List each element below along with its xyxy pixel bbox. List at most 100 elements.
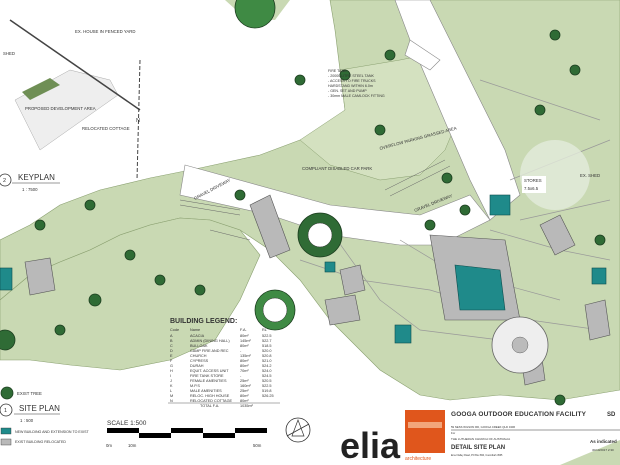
client: THE LUTHERAN CHURCH OF AUSTRALIA — [451, 437, 510, 441]
site-plan-number: 1 — [4, 408, 7, 414]
legend-cell: 520.5 — [262, 379, 272, 383]
brand-sub: architecture — [405, 456, 431, 462]
legend-cell: RELOCATED COTTAGE — [190, 399, 233, 403]
legend-cell: 524.0 — [262, 369, 272, 373]
scale-tick-0: 0m — [106, 443, 112, 448]
keyplan: EX. HOUSE IN FENCED YARD SHED PROPOSED D… — [0, 19, 141, 192]
legend-cell: 522.7 — [262, 339, 272, 343]
legend-relocated: EXIST BUILDING RELOCATED — [15, 440, 66, 444]
drawing-date: 30/10/2017 2:30 — [592, 448, 614, 452]
fire-tank-line: - GEN. SET AND PUMP — [328, 89, 367, 93]
legend-cell: 522.5 — [262, 334, 272, 338]
project-title: GOOGA OUTDOOR EDUCATION FACILITY — [451, 411, 587, 418]
legend-cell: 25m² — [240, 379, 249, 383]
legend-total-label: TOTAL F.A. — [200, 404, 219, 408]
site-plan-scale: 1 : 500 — [20, 418, 34, 423]
fire-tank-line: FIRE TANK: — [328, 69, 347, 73]
legend-cell: 524.2 — [262, 364, 272, 368]
legend-cell: 70m² — [240, 369, 249, 373]
drawing-title: DETAIL SITE PLAN — [451, 445, 505, 451]
legend-new-building: NEW BUILDING AND EXTENSION TO EXIST — [15, 430, 90, 434]
firm-address: Emel Valley Road, PO Box 890, Cooroibah … — [451, 454, 503, 457]
legend-cell: L — [170, 389, 172, 393]
fire-tank-line: - ACCESS TO FIRE TRUCKS — [328, 79, 376, 83]
legend-cell: CYPRESS — [190, 359, 209, 363]
trees — [0, 0, 606, 406]
scale-bar-title: SCALE 1:500 — [107, 420, 147, 427]
legend-swatch-new — [0, 427, 12, 435]
legend-cell: CHURCH — [190, 354, 207, 358]
legend-cell: 25m² — [240, 389, 249, 393]
legend-cell: 526.25 — [262, 394, 274, 398]
legend-exist-tree: EXIST TREE — [17, 391, 42, 396]
legend-cell: A — [170, 334, 173, 338]
label-stores: STORES — [524, 178, 542, 183]
legend-cell: 520.0 — [262, 349, 272, 353]
fire-tank-note: FIRE TANK: - 20000 LITRE STEEL TANK - AC… — [328, 69, 385, 98]
legend-total-value: 1035m² — [240, 404, 254, 408]
keyplan-scale: 1 : 7500 — [22, 187, 38, 192]
legend-cell: 135m² — [240, 354, 251, 358]
site-plan-legend: EXIST TREE 1 SITE PLAN 1 : 500 NEW BUILD… — [0, 386, 90, 446]
legend-cell: ADMIN (DINING HALL) — [190, 339, 230, 343]
label-stores-area: 7.5x6.5 — [524, 186, 539, 191]
title-block: elia architecture GOOGA OUTDOOR EDUCATIO… — [340, 410, 620, 465]
legend-cell: 520.8 — [262, 354, 272, 358]
legend-cell: H — [170, 369, 173, 373]
legend-cell: - — [240, 374, 242, 378]
keyplan-north: N — [136, 118, 140, 124]
legend-cell: 80m² — [240, 399, 249, 403]
legend-cell: DURAH — [190, 364, 204, 368]
paths — [299, 79, 611, 341]
legend-cell: D — [170, 349, 173, 353]
legend-cell: I — [170, 374, 171, 378]
building-legend-title: BUILDING LEGEND: — [170, 318, 237, 325]
for-label: For — [451, 431, 455, 435]
buildings — [0, 194, 611, 386]
legend-cell: 80m² — [240, 394, 249, 398]
legend-cell: G — [170, 364, 173, 368]
legend-cell: FIRE TANK STORE — [190, 374, 224, 378]
brand-logo-mark — [405, 410, 445, 453]
legend-cell: 160m² — [240, 384, 251, 388]
label-disabled-carpark: COMPLIANT DISABLED CAR PARK — [302, 166, 372, 171]
legend-cell: FEMALE AMENITIES — [190, 379, 227, 383]
fire-tank-line: - 20000 LITRE STEEL TANK — [328, 74, 374, 78]
scale-tick-50: 50m — [253, 443, 262, 448]
legend-cell: N — [170, 399, 173, 403]
legend-swatch-relocated — [0, 438, 12, 446]
north-arrow-icon — [285, 417, 311, 443]
legend-column-header: RL — [262, 328, 267, 332]
keyplan-label-ex-house: EX. HOUSE IN FENCED YARD — [75, 29, 136, 34]
legend-cell: M — [170, 394, 173, 398]
legend-cell: J — [170, 379, 172, 383]
legend-cell: C — [170, 344, 173, 348]
legend-cell: K — [170, 384, 173, 388]
scale-tick-10: 10m — [128, 443, 137, 448]
legend-cell: 80m² — [240, 344, 249, 348]
legend-cell: B — [170, 339, 173, 343]
legend-column-header: F.A. — [240, 328, 247, 332]
drawing-scale: As indicated — [590, 439, 617, 444]
scale-bar: SCALE 1:500 0m 10m 50m — [106, 420, 267, 448]
legend-cell: M.P.S — [190, 384, 200, 388]
label-ex-shed: EX. SHED — [580, 173, 600, 178]
legend-cell: MALE AMENITIES — [190, 389, 222, 393]
legend-cell: 518.5 — [262, 344, 272, 348]
legend-cell: ACACIA — [190, 334, 205, 338]
keyplan-label-cottage: RELOCATED COTTAGE — [82, 126, 130, 131]
legend-cell: RELOC. HIGH HOUSE — [190, 394, 230, 398]
legend-cell: - — [240, 349, 242, 353]
legend-cell: 521.0 — [262, 359, 272, 363]
keyplan-title: KEYPLAN — [18, 173, 55, 182]
car-park — [179, 159, 451, 241]
legend-cell: F — [170, 359, 173, 363]
legend-cell: 80m² — [240, 364, 249, 368]
legend-cell: 145m² — [240, 339, 251, 343]
fire-tank-line: HARDSTAND WITHIN 6.0m — [328, 84, 373, 88]
legend-cell: EQUIT. ACCESS UNIT — [190, 369, 229, 373]
legend-cell: 80m² — [240, 334, 249, 338]
keyplan-label-shed: SHED — [3, 51, 15, 56]
keyplan-label-development: PROPOSED DEVELOPMENT AREA — [25, 106, 96, 111]
